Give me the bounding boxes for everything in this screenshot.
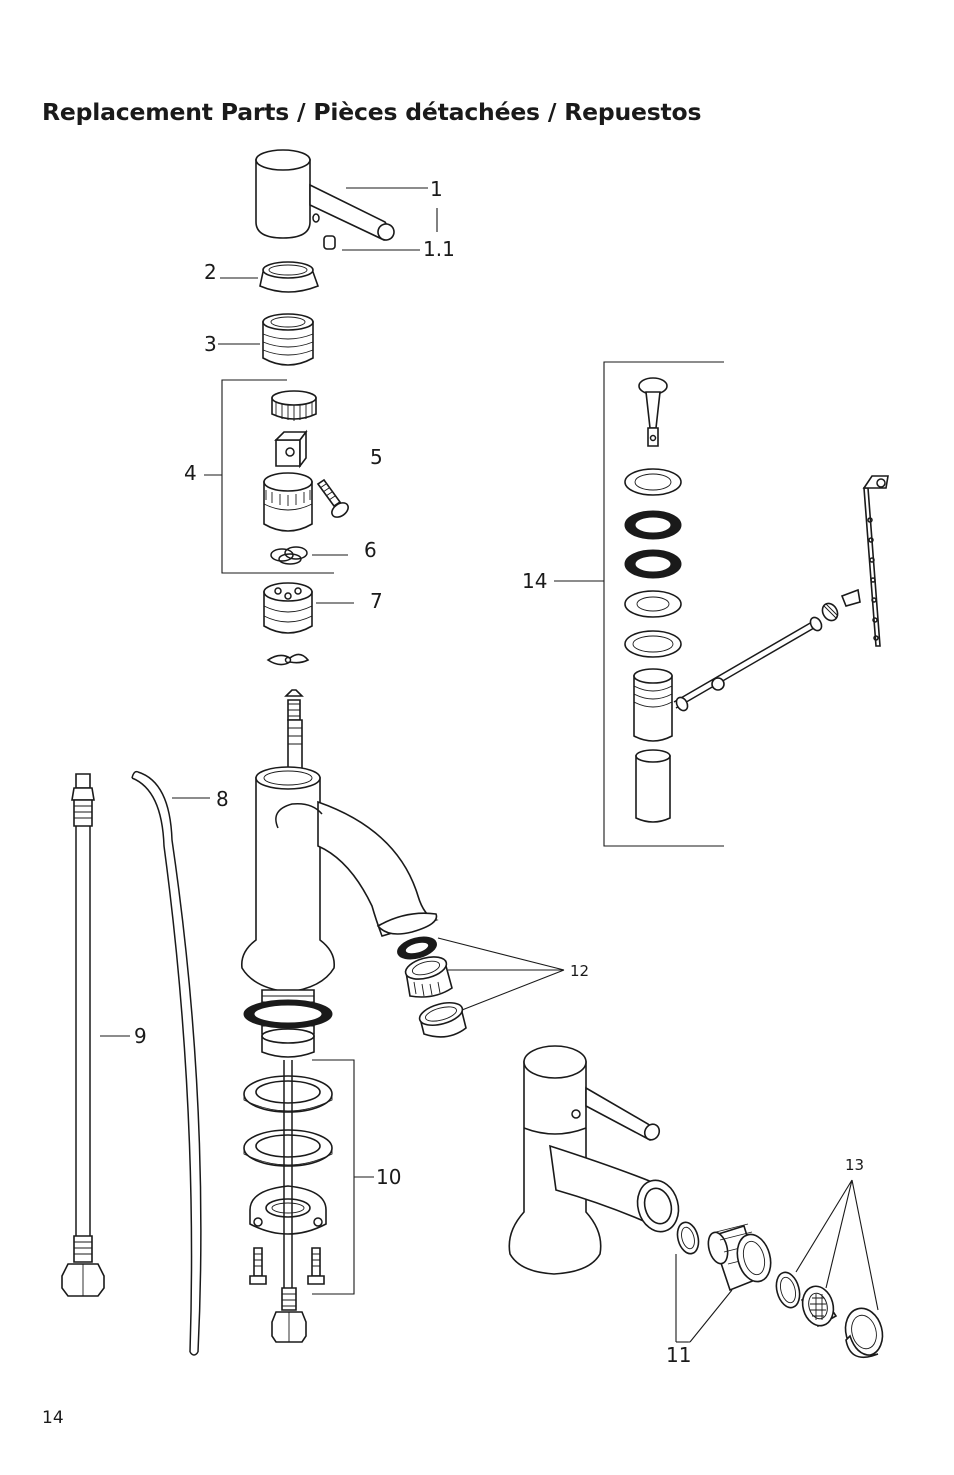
cartridge-part: [263, 429, 313, 532]
label-4: 4: [184, 461, 197, 485]
mounting-kit-part: [243, 1075, 333, 1285]
o-ring-set-part: [270, 546, 308, 565]
label-3: 3: [204, 332, 217, 356]
label-13: 13: [845, 1156, 864, 1174]
label-9: 9: [134, 1024, 147, 1048]
label-1: 1: [430, 177, 443, 201]
lever-handle-part: [255, 149, 395, 241]
label-12: 12: [570, 962, 589, 980]
center-supply-fitting: [271, 1287, 307, 1343]
aerator-set-12-part: [397, 936, 467, 1038]
label-7: 7: [370, 589, 383, 613]
lift-rod-part: [131, 770, 202, 1356]
faucet-body-part: [240, 689, 439, 1058]
cap-ring-part: [259, 261, 320, 293]
page-number: 14: [42, 1408, 64, 1428]
assembled-faucet-view: [508, 1045, 680, 1275]
bonnet-nut-part: [262, 313, 314, 366]
label-5: 5: [370, 445, 383, 469]
set-screw-part: [323, 235, 336, 250]
screw-part: [316, 478, 349, 518]
label-1-1: 1.1: [423, 237, 455, 261]
page-title: Replacement Parts / Pièces détachées / R…: [42, 98, 702, 126]
label-8: 8: [216, 787, 229, 811]
valve-element-part: [263, 582, 313, 634]
label-11: 11: [666, 1343, 691, 1367]
retaining-clip-part: [266, 653, 310, 666]
spout-insert-11-part: [676, 1221, 772, 1292]
pop-up-drain-part: [624, 377, 889, 823]
label-10: 10: [376, 1165, 401, 1189]
label-2: 2: [204, 260, 217, 284]
splined-adapter-part: [271, 390, 317, 421]
aerator-set-13-part: [775, 1271, 884, 1359]
label-14: 14: [522, 569, 547, 593]
supply-hose-part: [61, 773, 105, 1297]
label-6: 6: [364, 538, 377, 562]
